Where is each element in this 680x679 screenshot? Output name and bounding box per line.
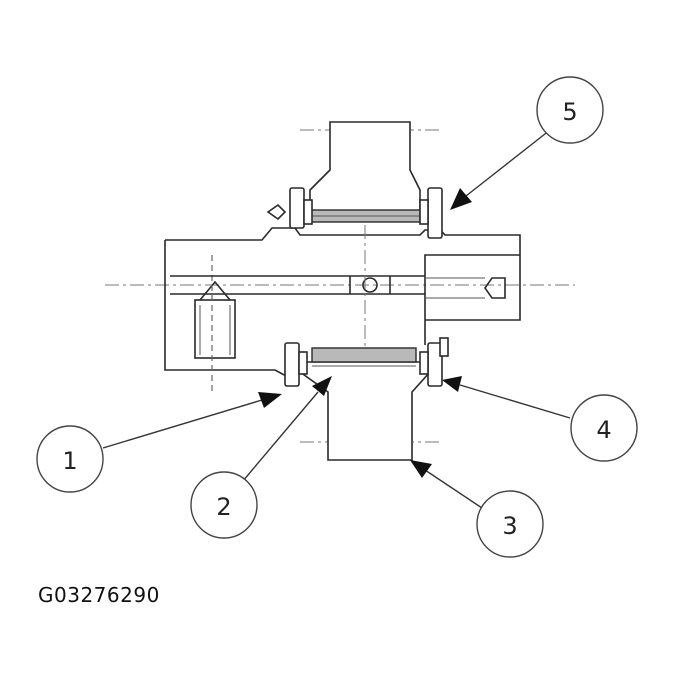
housing-body bbox=[164, 227, 521, 395]
leader-3 bbox=[410, 460, 486, 511]
callout-1-label: 1 bbox=[62, 447, 77, 475]
callout-4-label: 4 bbox=[596, 416, 611, 444]
lower-port bbox=[284, 337, 449, 461]
upper-port bbox=[266, 121, 443, 239]
leader-1 bbox=[102, 392, 282, 449]
leader-2 bbox=[236, 376, 332, 489]
callout-2: 2 bbox=[190, 471, 258, 539]
callout-2-label: 2 bbox=[216, 493, 231, 521]
center-pin bbox=[362, 277, 378, 293]
callout-3-label: 3 bbox=[502, 512, 517, 540]
callout-5: 5 bbox=[536, 76, 604, 144]
callout-1: 1 bbox=[36, 425, 104, 493]
figure-code: G03276290 bbox=[38, 583, 160, 607]
leader-4 bbox=[442, 376, 571, 419]
leader-5 bbox=[450, 129, 551, 210]
callout-4: 4 bbox=[570, 394, 638, 462]
callout-3: 3 bbox=[476, 490, 544, 558]
callout-5-label: 5 bbox=[562, 98, 577, 126]
